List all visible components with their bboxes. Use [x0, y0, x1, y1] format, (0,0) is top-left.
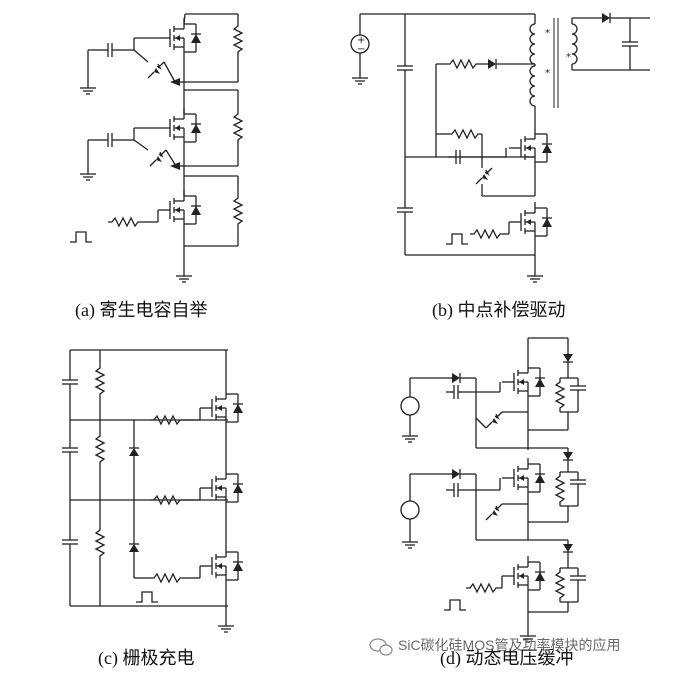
transformer-primary-icon	[529, 23, 536, 65]
panel-d-circuit	[400, 337, 587, 643]
panel-a-caption: (a) 寄生电容自举	[75, 300, 207, 321]
mosfet-upper-icon	[508, 127, 553, 169]
ground-icon	[79, 81, 97, 95]
panel-d-caption: (d) 动态电压缓冲	[440, 648, 574, 669]
panel-b-circuit: + − * * *	[350, 12, 650, 283]
panel-b-caption: (b) 中点补偿驱动	[432, 300, 566, 321]
mosfet-lower-icon	[508, 201, 553, 243]
wechat-icon	[369, 638, 393, 656]
dot-marker-3: *	[566, 52, 571, 63]
transformer-secondary-icon	[571, 23, 578, 65]
pulse-icon	[69, 231, 93, 243]
panel-c-caption: (c) 栅极充电	[98, 648, 194, 669]
panel-a-circuit	[69, 13, 243, 283]
dot-marker-1: *	[545, 28, 550, 39]
panel-c-circuit	[61, 349, 244, 633]
mosfet-3-icon	[157, 189, 202, 231]
dot-marker-2: *	[545, 68, 550, 79]
source-plus-sign: +	[357, 35, 365, 46]
mosfet-2-icon	[157, 107, 202, 149]
source-minus-sign: −	[357, 44, 365, 55]
mosfet-1-icon	[157, 17, 202, 59]
watermark-text: SiC碳化硅MOS管及功率模块的应用	[398, 637, 620, 653]
